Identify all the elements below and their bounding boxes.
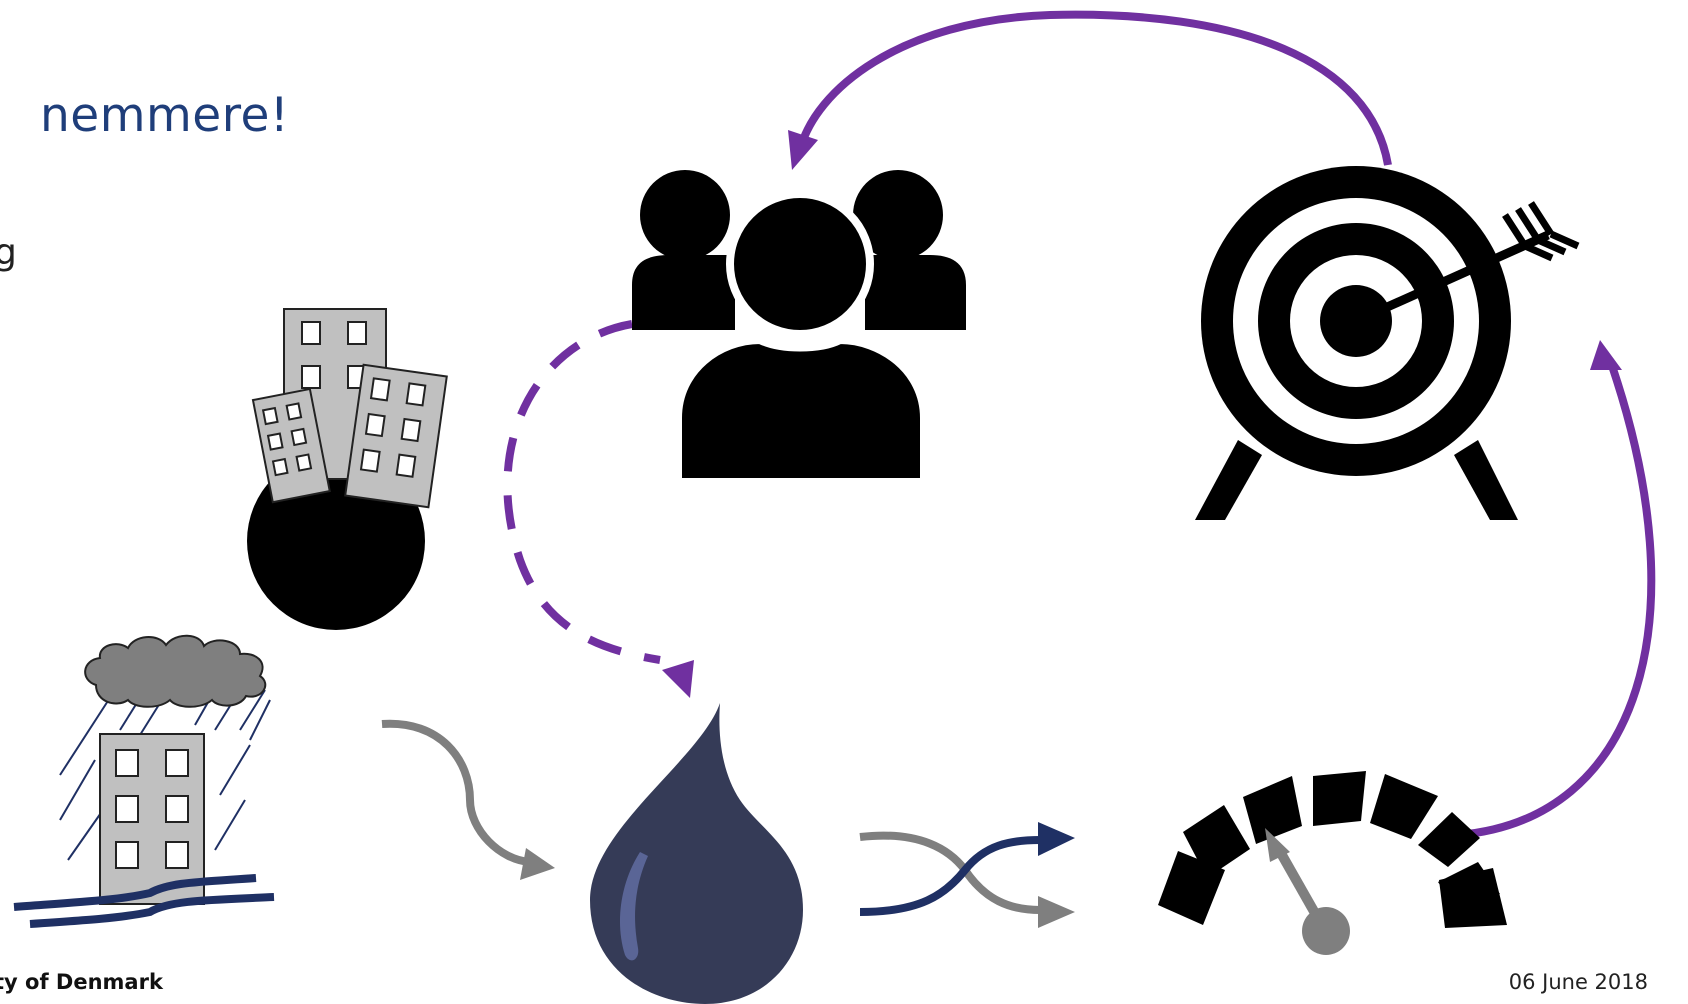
arrow-gauge-to-target	[1457, 358, 1656, 839]
flow-arrowhead-rain-to-drop	[520, 848, 555, 880]
water-drop-icon	[590, 703, 803, 1004]
speedometer-gauge-icon	[1158, 771, 1507, 955]
footer-date: 06 June 2018	[1508, 970, 1648, 994]
slide-title: nemmere!	[40, 88, 290, 143]
arrow-people-to-drop-dashed	[503, 320, 661, 664]
cloud	[84, 634, 267, 708]
arrowhead-drop	[662, 660, 694, 698]
rain-flood-building-icon	[13, 634, 275, 928]
arrowhead-people	[788, 130, 818, 170]
cycle-arrows	[503, 10, 1656, 839]
clipped-text-fragment: g	[0, 232, 17, 273]
flow-arrow-rain-to-drop	[381, 719, 531, 866]
footer-institution: ty of Denmark	[0, 970, 163, 994]
people-group-icon	[632, 170, 966, 486]
crossing-flows-icon	[859, 822, 1075, 928]
city-on-globe-icon	[247, 308, 448, 630]
arrow-target-to-people	[796, 10, 1392, 166]
target-arrow-icon	[1195, 166, 1580, 520]
arrowhead-target	[1590, 340, 1622, 370]
